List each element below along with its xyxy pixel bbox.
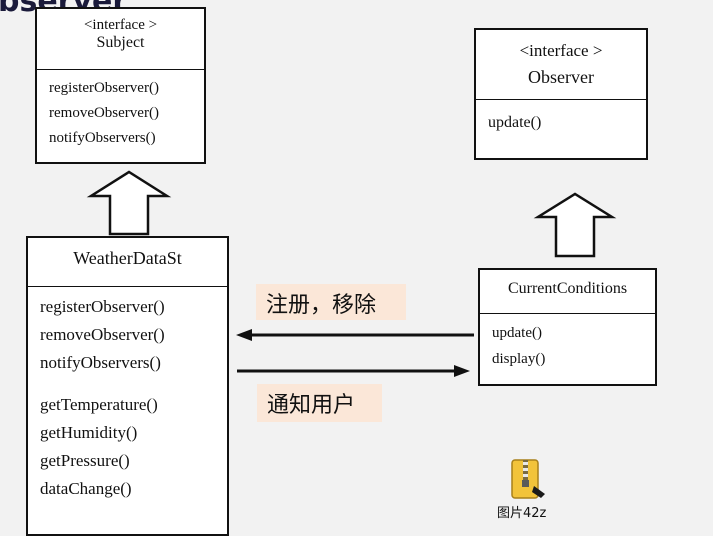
subject-header: <interface > Subject xyxy=(37,9,204,70)
weather-data-getter: dataChange() xyxy=(40,479,132,498)
weather-data-getter: getPressure() xyxy=(40,451,130,470)
current-conditions-name: CurrentConditions xyxy=(507,280,628,297)
subject-method: notifyObservers() xyxy=(49,130,156,146)
register-remove-label: 注册，移除 xyxy=(256,284,406,320)
weather-data-method: registerObserver() xyxy=(40,297,165,316)
current-conditions-method: update() xyxy=(492,325,542,341)
weather-data-getter: getTemperature() xyxy=(40,395,158,414)
weather-data-header: WeatherDataSt xyxy=(28,238,227,287)
observer-header: <interface > Observer xyxy=(476,30,646,100)
observer-name: Observer xyxy=(528,67,594,87)
notify-arrow-head xyxy=(454,365,470,377)
weather-data-class-box: WeatherDataSt registerObserver() removeO… xyxy=(26,236,229,536)
subject-methods: registerObserver() removeObserver() noti… xyxy=(37,70,204,157)
weather-data-getter: getHumidity() xyxy=(40,423,138,442)
observer-interface-box: <interface > Observer update() xyxy=(474,28,648,160)
subject-stereotype: <interface > xyxy=(83,17,158,33)
realization-arrow-subject xyxy=(86,170,172,236)
weather-data-method: notifyObservers() xyxy=(40,353,161,372)
zip-folder-icon[interactable] xyxy=(505,456,551,504)
register-arrow-head xyxy=(236,329,252,341)
zip-folder-label[interactable]: 图片42z xyxy=(497,506,547,521)
subject-method: removeObserver() xyxy=(49,105,159,121)
observer-method: update() xyxy=(488,114,542,131)
current-conditions-methods: update() display() xyxy=(480,314,655,378)
realization-arrow-observer xyxy=(533,192,617,258)
subject-interface-box: <interface > Subject registerObserver() … xyxy=(35,7,206,164)
observer-methods: update() xyxy=(476,100,646,142)
weather-data-method: removeObserver() xyxy=(40,325,165,344)
current-conditions-header: CurrentConditions xyxy=(480,270,655,314)
observer-stereotype: <interface > xyxy=(519,41,603,60)
subject-method: registerObserver() xyxy=(49,80,159,96)
notify-user-label: 通知用户 xyxy=(257,384,382,422)
current-conditions-class-box: CurrentConditions update() display() xyxy=(478,268,657,386)
weather-data-name: WeatherDataSt xyxy=(73,248,182,268)
subject-name: Subject xyxy=(96,34,145,51)
weather-data-methods: registerObserver() removeObserver() noti… xyxy=(28,287,227,509)
current-conditions-method: display() xyxy=(492,351,546,367)
